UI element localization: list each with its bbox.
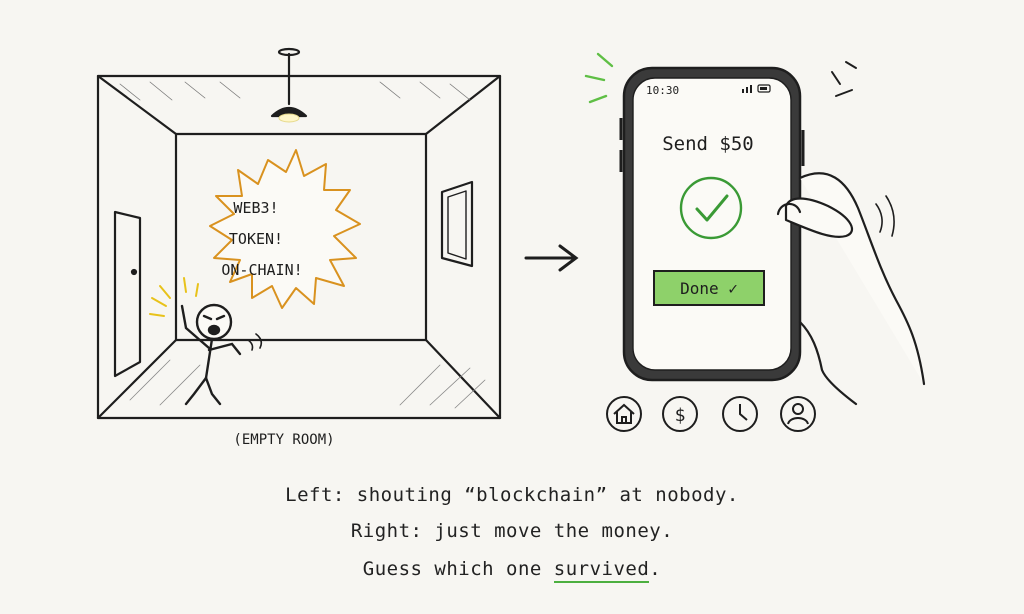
room-outer-frame [96,74,502,420]
dollar-icon[interactable]: $ [662,396,698,432]
shout-line-1: WEB3! [233,199,278,217]
phone: 10:30 Send $50 Done ✓ [584,52,857,382]
home-icon[interactable] [606,396,642,432]
angry-stick-figure [149,277,263,406]
caption-line-1: Left: shouting “blockchain” at nobody. [285,484,739,506]
bottom-nav: $ [606,396,816,432]
shout-burst: WEB3! TOKEN! ON-CHAIN! [209,149,361,309]
caption-line-2: Right: just move the money. [350,520,674,542]
status-time: 10:30 [646,84,679,97]
user-icon[interactable] [780,396,816,432]
clock-icon[interactable] [722,396,758,432]
checkmark-icon [679,176,743,240]
door [113,210,142,378]
window [440,180,474,268]
caption-line-3-prefix: Guess which one [362,558,554,580]
empty-room-label: (EMPTY ROOM) [233,432,334,448]
hand [776,172,926,406]
empty-room [96,47,502,420]
svg-text:$: $ [675,405,686,426]
shout-line-3: ON-CHAIN! [221,261,302,279]
done-button[interactable]: Done ✓ [653,270,765,306]
done-button-label: Done ✓ [680,279,738,298]
battery-icon [757,84,771,93]
shout-line-2: TOKEN! [229,230,283,248]
arrow-icon [524,244,579,272]
caption-line-3-suffix: . [649,558,662,580]
lamp-shade [270,106,308,118]
caption-line-3: Guess which one survived. [0,558,1024,583]
send-amount-title: Send $50 [662,133,754,155]
signal-icon [742,85,752,93]
room-back-wall [174,132,428,342]
caption-highlight-survived: survived [553,558,650,583]
phone-screen [632,77,792,371]
